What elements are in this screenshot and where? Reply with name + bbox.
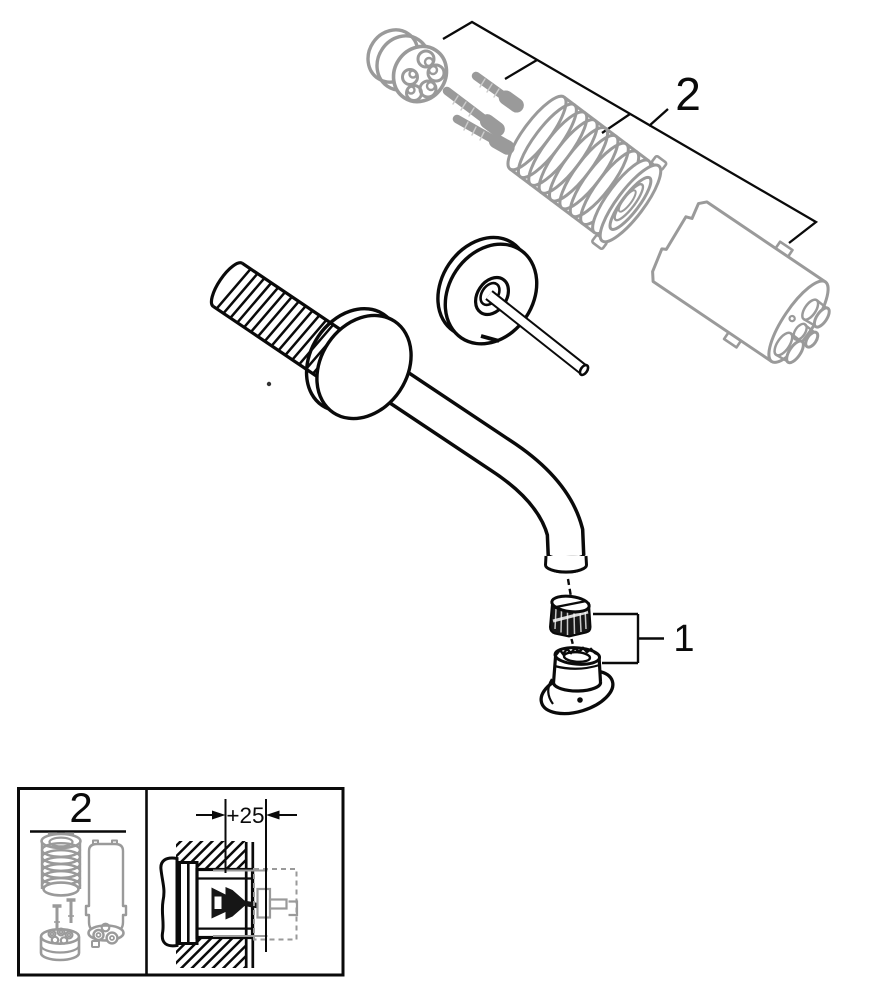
inset-detail-box: 2 [17, 784, 345, 977]
inset-dimension-label: +25 [226, 803, 264, 828]
print-dot [266, 381, 272, 387]
wall-flange [315, 313, 413, 421]
mounting-disc [366, 28, 449, 104]
inset-valve-cone [211, 887, 258, 920]
callout-1-label: 1 [673, 618, 694, 660]
threaded-sleeve [506, 94, 668, 251]
inset-spout-escutcheon [159, 856, 179, 948]
spout-tube [369, 358, 586, 557]
callout-2-label: 2 [675, 68, 701, 120]
fixing-screws [442, 71, 524, 155]
inset-group-2-label: 2 [69, 784, 92, 831]
inset-threaded-sleeve [40, 832, 82, 897]
inset-extension-dashed [253, 868, 298, 941]
inset-cartridge [84, 839, 128, 948]
inset-screws [52, 898, 76, 929]
inset-dimension-plus25: +25 [196, 799, 297, 952]
aerator-mousseur [548, 594, 592, 638]
handle-rosette [436, 235, 590, 377]
callout-2-leader [442, 20, 819, 244]
callout-1-bracket [593, 612, 664, 665]
inset-mounting-disc [39, 927, 81, 962]
spout-tip-rim [543, 553, 589, 574]
cartridge-body [651, 200, 831, 365]
aerator-key-tool [539, 646, 615, 716]
assembly-dashes [566, 578, 575, 648]
